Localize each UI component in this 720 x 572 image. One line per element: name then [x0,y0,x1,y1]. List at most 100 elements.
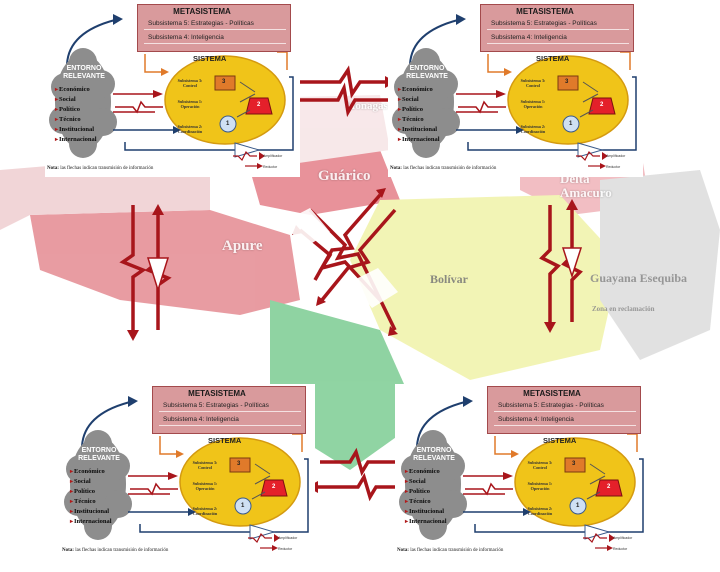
entorno-item: Técnico [70,497,112,507]
sub3-number: 3 [222,79,225,85]
entorno-item: Internacional [405,517,447,527]
legend-reductor: Reductor [606,165,620,169]
entorno-title: ENTORNO RELEVANTE [74,447,124,463]
subsistema4-label: Subsistema 4: Inteligencia [163,416,239,423]
entorno-item: Social [405,477,447,487]
entorno-item: Político [398,105,440,115]
sistema-title: SISTEMA [543,436,576,445]
entorno-item: Internacional [398,135,440,145]
sub2-number: 2 [272,484,275,490]
nota-label: Nota: [397,548,409,553]
entorno-list: Económico Social Político Técnico Instit… [70,467,112,527]
subsistema4-label: Subsistema 4: Inteligencia [498,416,574,423]
sub2-label: Subsistema 2: Coordinación [177,124,203,134]
sistema-title: SISTEMA [536,54,569,63]
nota-text: Nota: las flechas indican transmisión de… [390,166,496,171]
metasistema-box: METASISTEMA Subsistema 5: Estrategias - … [137,4,291,52]
entorno-item: Técnico [405,497,447,507]
entorno-item: Técnico [55,115,97,125]
sub2-label: Subsistema 2: Coordinación [192,506,218,516]
entorno-list: Económico Social Político Técnico Instit… [55,85,97,145]
entorno-title: ENTORNO RELEVANTE [409,447,459,463]
sub3-label: Subsistema 3: Control [520,78,546,88]
entorno-title: ENTORNO RELEVANTE [402,65,452,81]
nota-body: las flechas indican transmisión de infor… [75,548,168,553]
sub1-label: Subsistema 1: Operación [192,481,218,491]
subsistema4-label: Subsistema 4: Inteligencia [491,34,567,41]
legend-amplificador: Amplificador [263,154,282,158]
entorno-item: Económico [398,85,440,95]
subsistema4-label: Subsistema 4: Inteligencia [148,34,224,41]
metasistema-title: METASISTEMA [481,7,609,16]
sub1-number: 1 [569,121,572,127]
sub1-label: Subsistema 1: Operación [177,99,203,109]
vsm-panel-bottom-left: METASISTEMA Subsistema 5: Estrategias - … [60,384,315,569]
nota-label: Nota: [47,166,59,171]
entorno-item: Social [55,95,97,105]
nota-body: las flechas indican transmisión de infor… [60,166,153,171]
entorno-list: Económico Social Político Técnico Instit… [398,85,440,145]
metasistema-box: METASISTEMA Subsistema 5: Estrategias - … [152,386,306,434]
entorno-item: Político [55,105,97,115]
sub1-label: Subsistema 1: Operación [520,99,546,109]
sub3-number: 3 [565,79,568,85]
sub3-label: Subsistema 3: Control [527,460,553,470]
entorno-item: Político [70,487,112,497]
nota-text: Nota: las flechas indican transmisión de… [47,166,153,171]
entorno-item: Institucional [398,125,440,135]
sub2-number: 2 [257,102,260,108]
vsm-panel-bottom-right: METASISTEMA Subsistema 5: Estrategias - … [395,384,650,569]
subsistema5-label: Subsistema 5: Estrategias - Políticas [148,20,254,27]
metasistema-title: METASISTEMA [153,389,281,398]
sub3-number: 3 [237,461,240,467]
nota-body: las flechas indican transmisión de infor… [403,166,496,171]
entorno-item: Político [405,487,447,497]
sub3-label: Subsistema 3: Control [177,78,203,88]
legend-amplificador: Amplificador [606,154,625,158]
legend-reductor: Reductor [613,547,627,551]
entorno-item: Internacional [70,517,112,527]
sub2-number: 2 [607,484,610,490]
nota-label: Nota: [62,548,74,553]
entorno-item: Institucional [405,507,447,517]
metasistema-box: METASISTEMA Subsistema 5: Estrategias - … [480,4,634,52]
metasistema-title: METASISTEMA [488,389,616,398]
sub1-label: Subsistema 1: Operación [527,481,553,491]
legend-reductor: Reductor [278,547,292,551]
sub1-number: 1 [241,503,244,509]
sub3-label: Subsistema 3: Control [192,460,218,470]
sub2-label: Subsistema 2: Coordinación [520,124,546,134]
arrow-left-down [123,205,143,330]
sistema-title: SISTEMA [208,436,241,445]
subsistema5-label: Subsistema 5: Estrategias - Políticas [163,402,269,409]
vsm-panel-top-left: METASISTEMA Subsistema 5: Estrategias - … [45,2,300,177]
entorno-item: Social [70,477,112,487]
entorno-item: Internacional [55,135,97,145]
metasistema-title: METASISTEMA [138,7,266,16]
sistema-title: SISTEMA [193,54,226,63]
metasistema-box: METASISTEMA Subsistema 5: Estrategias - … [487,386,641,434]
entorno-item: Social [398,95,440,105]
sub2-label: Subsistema 2: Coordinación [527,506,553,516]
sub1-number: 1 [576,503,579,509]
sub2-number: 2 [600,102,603,108]
arrow-right-down [542,205,558,322]
legend-amplificador: Amplificador [278,536,297,540]
sub1-number: 1 [226,121,229,127]
nota-label: Nota: [390,166,402,171]
legend-amplificador: Amplificador [613,536,632,540]
entorno-item: Económico [405,467,447,477]
sub3-number: 3 [572,461,575,467]
nota-text: Nota: las flechas indican transmisión de… [62,548,168,553]
subsistema5-label: Subsistema 5: Estrategias - Políticas [498,402,604,409]
subsistema5-label: Subsistema 5: Estrategias - Políticas [491,20,597,27]
entorno-item: Técnico [398,115,440,125]
entorno-item: Institucional [55,125,97,135]
entorno-title: ENTORNO RELEVANTE [59,65,109,81]
nota-body: las flechas indican transmisión de infor… [410,548,503,553]
legend-reductor: Reductor [263,165,277,169]
entorno-list: Económico Social Político Técnico Instit… [405,467,447,527]
entorno-item: Económico [55,85,97,95]
entorno-item: Económico [70,467,112,477]
